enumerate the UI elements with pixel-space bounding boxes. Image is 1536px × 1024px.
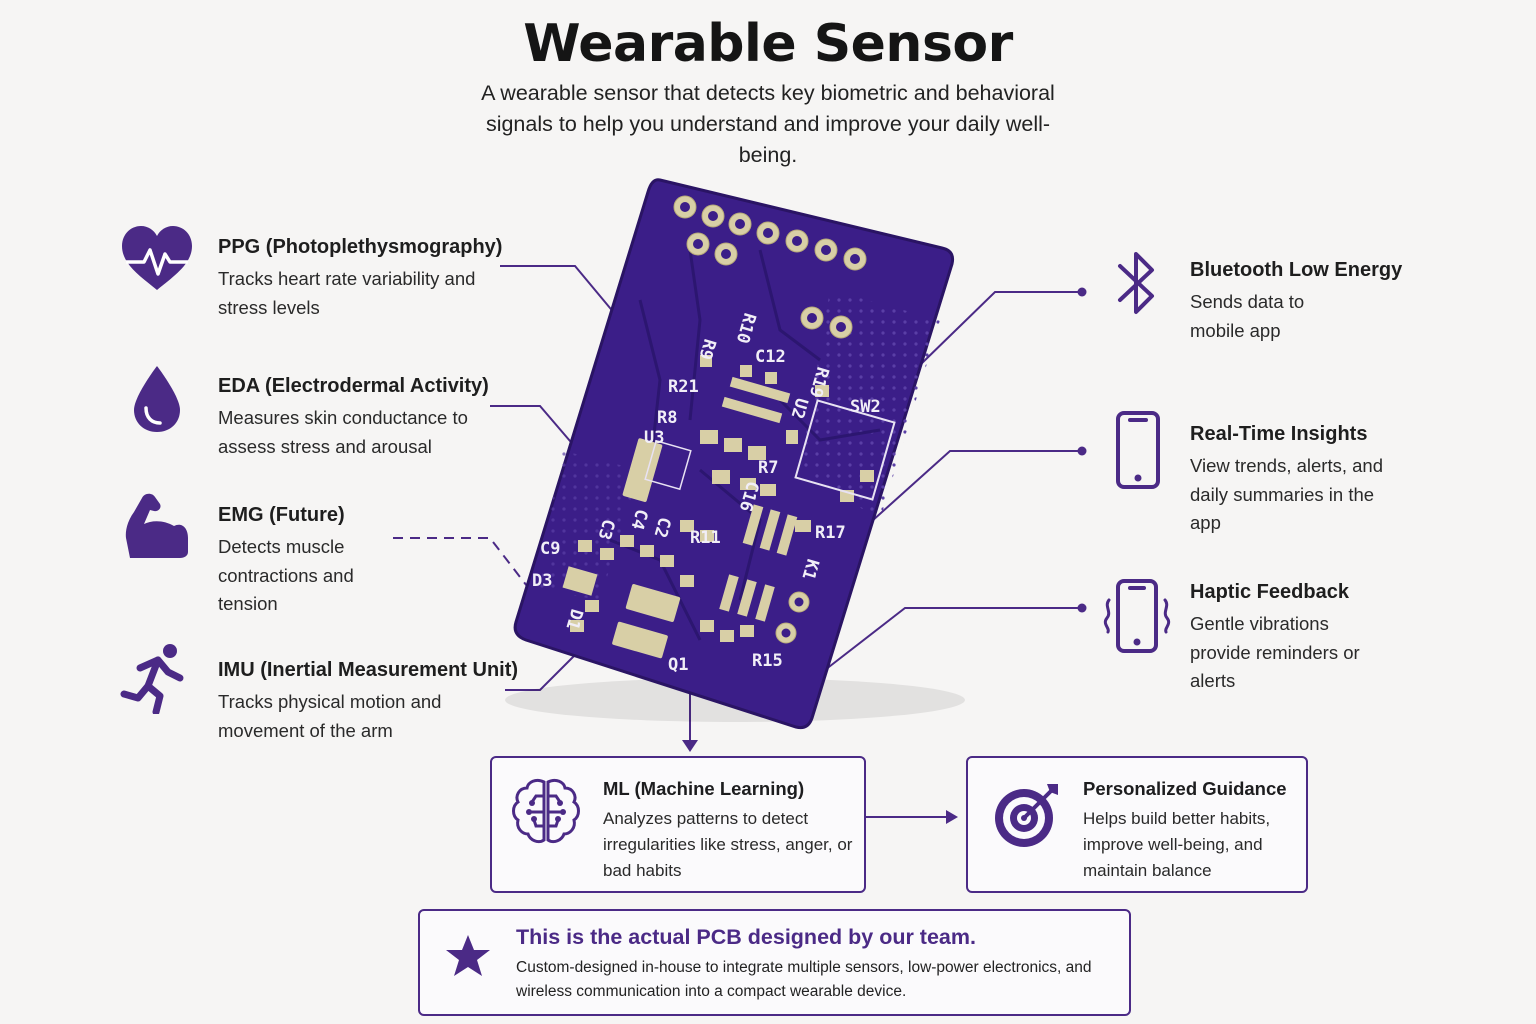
feature-title: IMU (Inertial Measurement Unit) xyxy=(218,659,519,681)
feature-eda: EDA (Electrodermal Activity) Measures sk… xyxy=(218,375,489,461)
box-title: ML (Machine Learning) xyxy=(603,778,805,799)
box-description: Helps build better habits, improve well-… xyxy=(1083,809,1271,880)
feature-emg: EMG (Future) Detects muscle contractions… xyxy=(218,504,378,619)
eda-connector xyxy=(490,405,583,456)
feature-title: EMG (Future) xyxy=(218,504,345,526)
feature-description: Tracks heart rate variability and stress… xyxy=(218,268,476,318)
vibrating-phone-icon xyxy=(1103,579,1171,653)
feature-ppg: PPG (Photoplethysmography) Tracks heart … xyxy=(218,236,502,322)
feature-description: View trends, alerts, and daily summaries… xyxy=(1190,455,1383,533)
feature-title: EDA (Electrodermal Activity) xyxy=(218,375,489,397)
pcb-note-box: This is the actual PCB designed by our t… xyxy=(418,909,1131,1016)
page-title: Wearable Sensor xyxy=(523,14,1013,74)
ble-connector xyxy=(919,291,1082,366)
box-title: Personalized Guidance xyxy=(1083,778,1287,799)
feature-title: Real-Time Insights xyxy=(1190,423,1368,445)
star-icon xyxy=(446,935,490,976)
insights-connector xyxy=(861,450,1082,531)
haptic-connector xyxy=(824,607,1082,671)
flexed-arm-icon xyxy=(125,493,188,558)
ml-box: ML (Machine Learning) Analyzes patterns … xyxy=(490,756,866,893)
smartphone-icon xyxy=(1116,411,1160,489)
feature-title: Bluetooth Low Energy xyxy=(1190,259,1403,281)
feature-title: PPG (Photoplethysmography) xyxy=(218,236,503,258)
heart-pulse-icon xyxy=(122,226,192,290)
guidance-box: Personalized Guidance Helps build better… xyxy=(966,756,1308,893)
feature-description: Detects muscle contractions and tension xyxy=(218,536,354,614)
target-icon xyxy=(995,784,1058,847)
note-description: Custom-designed in-house to integrate mu… xyxy=(516,959,1092,1000)
feature-title: Haptic Feedback xyxy=(1190,581,1349,603)
note-title: This is the actual PCB designed by our t… xyxy=(516,925,976,949)
brain-icon xyxy=(512,778,580,844)
box-description: Analyzes patterns to detect irregulariti… xyxy=(603,809,853,880)
feature-haptic: Haptic Feedback Gentle vibrations provid… xyxy=(1190,581,1370,696)
feature-imu: IMU (Inertial Measurement Unit) Tracks p… xyxy=(218,659,518,745)
emg-connector xyxy=(393,537,531,591)
ppg-connector xyxy=(500,265,621,321)
feature-description: Tracks physical motion and movement of t… xyxy=(218,691,442,741)
bluetooth-icon xyxy=(1118,252,1154,314)
feature-insights: Real-Time Insights View trends, alerts, … xyxy=(1190,423,1390,538)
water-drop-icon xyxy=(134,366,180,432)
feature-description: Gentle vibrations provide reminders or a… xyxy=(1190,613,1360,691)
feature-description: Measures skin conductance to assess stre… xyxy=(218,407,468,457)
running-person-icon xyxy=(120,644,184,714)
feature-description: Sends data to mobile app xyxy=(1190,291,1305,341)
page-subtitle: A wearable sensor that detects key biome… xyxy=(481,81,1055,167)
feature-ble: Bluetooth Low Energy Sends data to mobil… xyxy=(1190,259,1402,345)
